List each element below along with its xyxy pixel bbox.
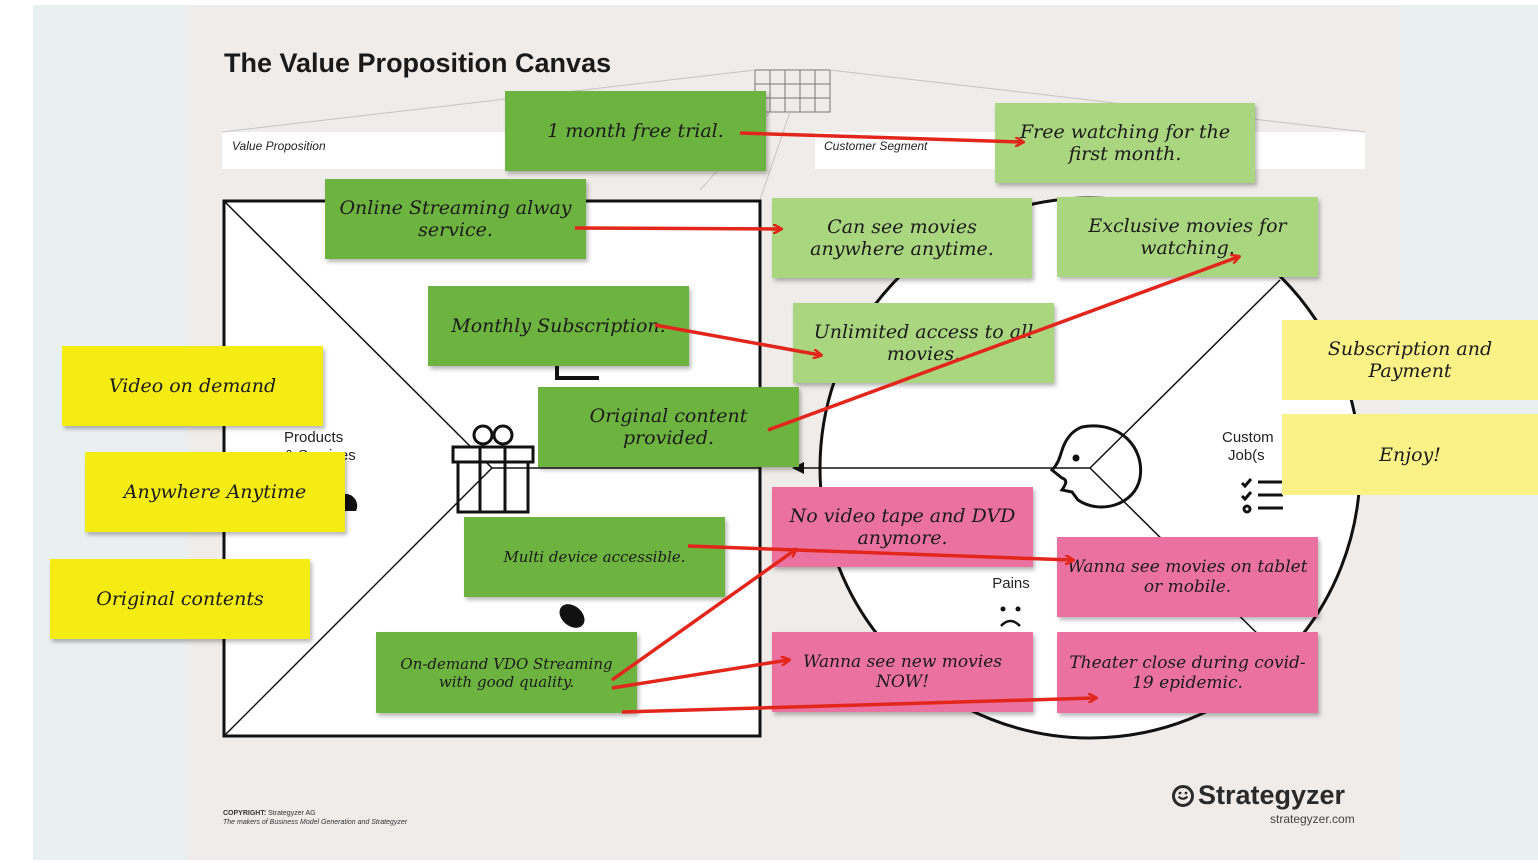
brand-url[interactable]: strategyzer.com — [1270, 812, 1355, 826]
checklist-icon — [1240, 478, 1283, 514]
customer-segment-label: Customer Segment — [824, 139, 928, 153]
value-proposition-label: Value Proposition — [232, 139, 326, 153]
note-see-movies-anywhere[interactable]: Can see movies anywhere anytime. — [772, 198, 1032, 278]
note-wanna-tablet[interactable]: Wanna see movies on tablet or mobile. — [1057, 537, 1318, 617]
arrow-on-demand-to-theater — [621, 698, 1095, 714]
arrow-multi-device — [687, 544, 1072, 560]
arrow-online-streaming — [574, 228, 780, 229]
arrow-monthly-subscription — [654, 323, 820, 355]
gift-icon — [451, 424, 535, 514]
page-title: The Value Proposition Canvas — [224, 48, 612, 78]
note-enjoy[interactable]: Enjoy! — [1282, 414, 1538, 495]
note-monthly-subscription[interactable]: Monthly Subscription. — [428, 286, 689, 366]
note-original-contents[interactable]: Original contents — [50, 559, 310, 639]
note-original-content-provided[interactable]: Original content provided. — [538, 387, 799, 467]
pains-label: Pains — [992, 575, 1030, 592]
face-icon — [1049, 424, 1143, 509]
note-unlimited-access[interactable]: Unlimited access to all movies. — [793, 303, 1054, 383]
note-theater-close[interactable]: Theater close during covid-19 epidemic. — [1057, 632, 1318, 713]
customer-jobs-label: Custom Job(s — [1222, 429, 1274, 464]
mini-canvas-thumbnail — [221, 69, 1366, 201]
strategyzer-brand[interactable]: Strategyzer — [1172, 780, 1345, 811]
arrow-on-demand-to-no-tape — [610, 550, 795, 682]
arrow-original-content — [767, 257, 1238, 432]
arrow-free-trial — [739, 131, 1022, 142]
sad-face-icon — [1000, 606, 1021, 627]
value-proposition-header — [222, 132, 512, 169]
note-free-watching[interactable]: Free watching for the first month. — [995, 103, 1255, 183]
note-no-video-tape[interactable]: No video tape and DVD anymore. — [772, 487, 1033, 567]
note-video-on-demand[interactable]: Video on demand — [62, 346, 323, 426]
note-online-streaming[interactable]: Online Streaming alway service. — [325, 179, 586, 259]
note-on-demand-vdo[interactable]: On-demand VDO Streaming with good qualit… — [376, 632, 637, 713]
note-exclusive-movies[interactable]: Exclusive movies for watching. — [1057, 197, 1318, 277]
note-free-trial[interactable]: 1 month free trial. — [505, 91, 766, 171]
brand-name: Strategyzer — [1198, 780, 1346, 810]
copyright: COPYRIGHT: Strategyzer AG The makers of … — [223, 810, 408, 826]
note-multi-device[interactable]: Multi device accessible. — [464, 517, 725, 597]
note-anywhere-anytime[interactable]: Anywhere Anytime — [85, 452, 345, 532]
arrow-on-demand-to-new-movies — [611, 660, 788, 690]
strategyzer-logo-icon — [1172, 784, 1194, 807]
note-subscription-payment[interactable]: Subscription and Payment — [1282, 320, 1538, 400]
note-wanna-new-movies[interactable]: Wanna see new movies NOW! — [772, 632, 1033, 712]
